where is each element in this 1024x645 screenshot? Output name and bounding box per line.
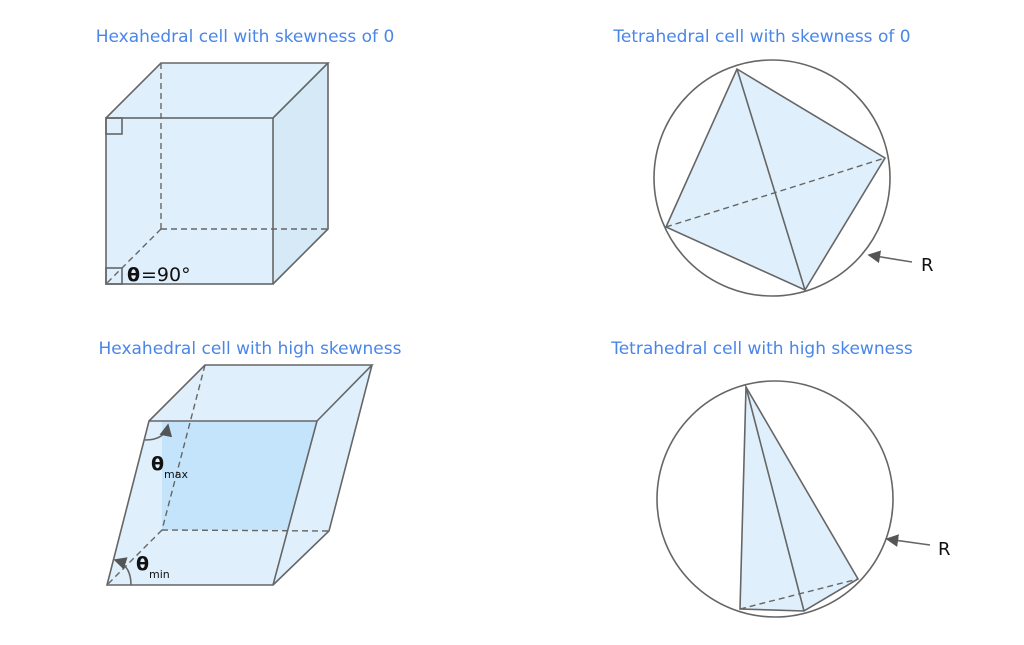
radius-label: R — [921, 255, 934, 276]
radius-arrow — [867, 250, 913, 264]
title-tet-zero: Tetrahedral cell with skewness of 0 — [612, 27, 910, 47]
theta-90-label: =90° — [141, 264, 191, 286]
title-hex-high: Hexahedral cell with high skewness — [99, 339, 402, 359]
radius-label: R — [938, 539, 951, 560]
theta-max-subscript: max — [164, 468, 188, 481]
right-angle-marker — [105, 117, 123, 135]
circumsphere — [656, 380, 894, 618]
title-tet-high: Tetrahedral cell with high skewness — [610, 339, 913, 359]
hexahedral-cell-high-skew: θ max θ min — [105, 364, 374, 586]
title-hex-zero: Hexahedral cell with skewness of 0 — [96, 27, 395, 47]
tetrahedral-cell-high-skew: R — [656, 380, 951, 618]
circumsphere — [653, 59, 891, 297]
hexahedral-cell-zero-skew: θ =90° — [105, 62, 330, 286]
theta-min-arrow — [113, 557, 132, 586]
right-angle-marker — [105, 267, 123, 285]
tetrahedral-cell-zero-skew: R — [653, 59, 934, 297]
radius-arrow — [885, 534, 931, 547]
theta-min-subscript: min — [149, 568, 170, 581]
theta-max-arrow — [144, 423, 173, 441]
theta-symbol: θ — [127, 264, 140, 286]
theta-min-symbol: θ — [136, 553, 149, 575]
theta-max-symbol: θ — [151, 453, 164, 475]
